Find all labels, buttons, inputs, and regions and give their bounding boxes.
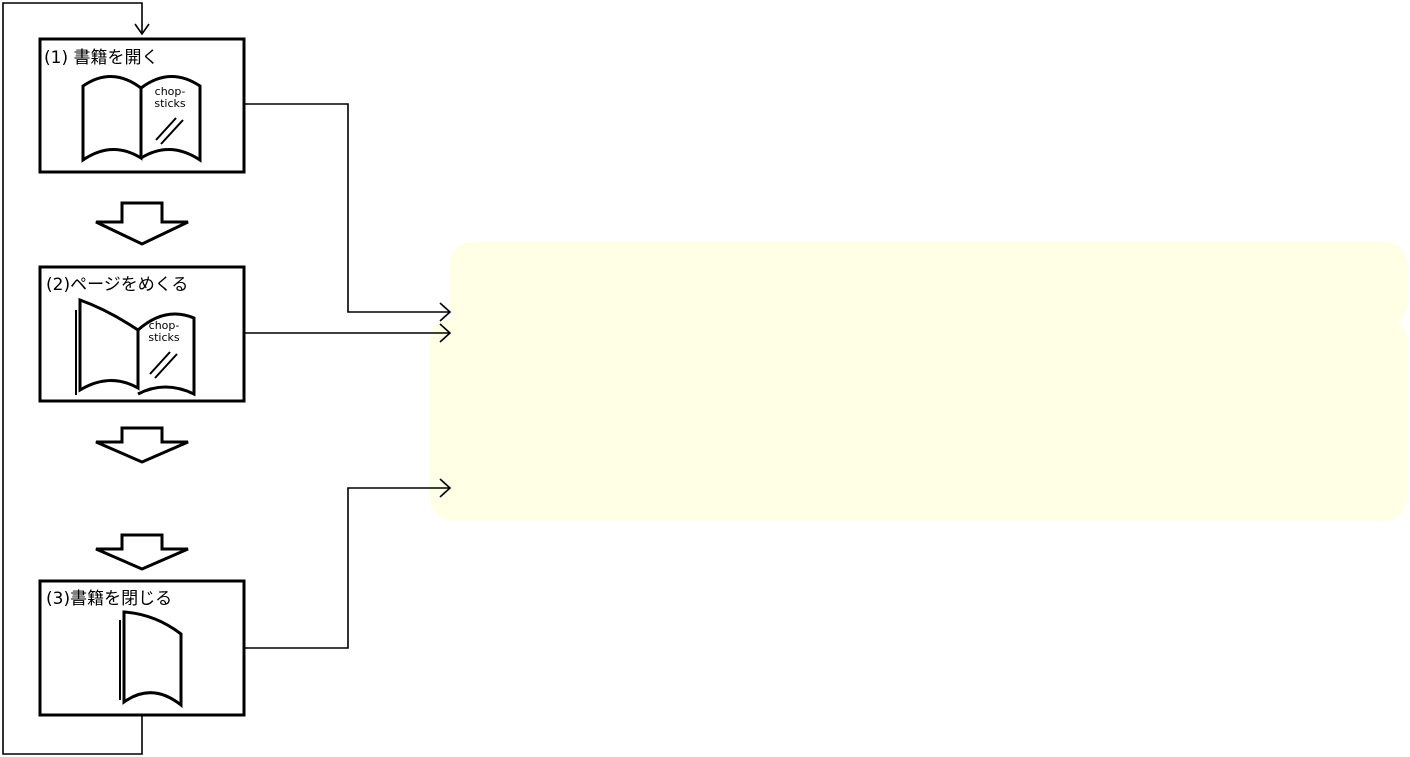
step-3: (3)書籍を閉じる — [38, 579, 246, 717]
step-2: (2)ページをめくる chop- sticks — [38, 265, 246, 403]
connector-step3 — [245, 487, 450, 649]
down-arrow-3 — [95, 533, 189, 571]
book-cover-text-line1: chop- — [155, 85, 186, 98]
loop-arrowhead — [134, 23, 150, 36]
chopstick-b — [154, 353, 178, 379]
connector-step2-arrowhead — [439, 323, 452, 343]
closed-book-icon — [119, 610, 183, 709]
book-cover — [122, 610, 183, 709]
down-arrow-icon — [95, 533, 189, 571]
down-arrow-icon — [95, 201, 189, 246]
right-page — [137, 312, 196, 397]
down-arrow-icon — [95, 426, 189, 464]
book-cover-text-line1: chop- — [149, 319, 180, 332]
chopstick-a — [155, 117, 177, 141]
step-2-box — [38, 265, 246, 403]
connector-step3-arrowhead — [439, 478, 452, 498]
chopstick-a — [149, 351, 171, 375]
target-panel-upper — [450, 242, 1407, 326]
target-panel-lower — [430, 318, 1407, 521]
step-1: (1) 書籍を開く chop- sticks — [38, 37, 246, 174]
target-panel — [430, 242, 1407, 521]
loop-connector — [2, 2, 150, 755]
right-page — [140, 75, 202, 163]
book-cover-text-line2: sticks — [154, 97, 186, 110]
down-arrow-2 — [95, 426, 189, 464]
chopstick-b — [160, 119, 184, 145]
down-arrow-1 — [95, 201, 189, 246]
connector-step1-arrowhead — [439, 302, 452, 322]
page-turning-book-icon — [75, 297, 196, 397]
open-book-icon — [81, 75, 202, 163]
connector-step1 — [245, 103, 450, 313]
book-cover-text-line2: sticks — [148, 331, 180, 344]
step-3-label: (3)書籍を閉じる — [46, 589, 172, 609]
step-2-label: (2)ページをめくる — [46, 275, 188, 295]
loop-line — [2, 2, 143, 755]
step-connectors — [245, 103, 452, 649]
step-1-label: (1) 書籍を開く — [44, 48, 158, 68]
